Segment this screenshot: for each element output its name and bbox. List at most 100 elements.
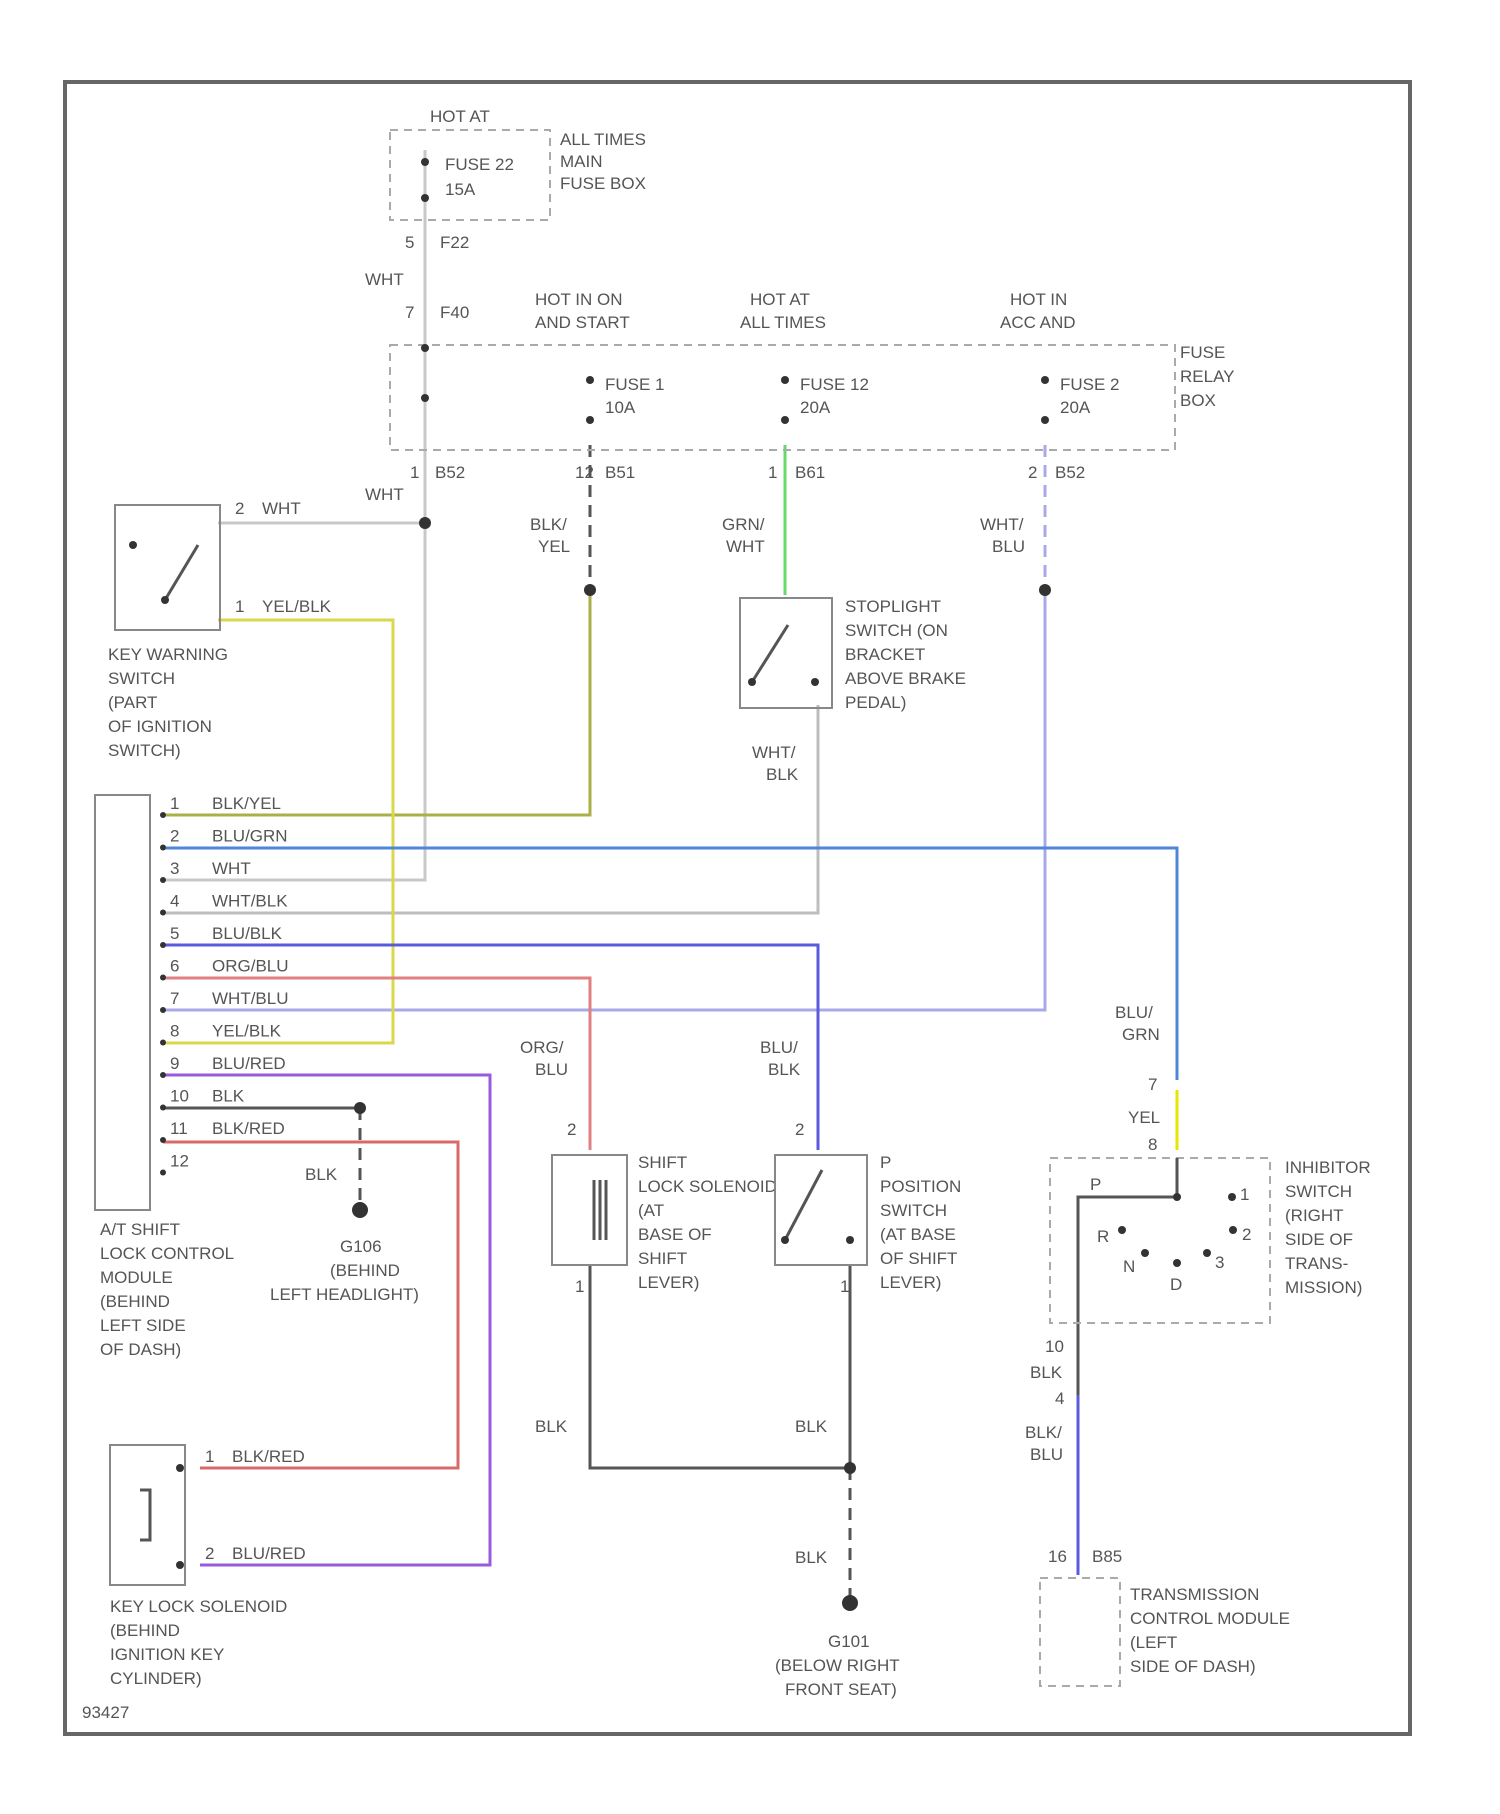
fuse-12-name: FUSE 12 bbox=[800, 375, 869, 394]
tcm-label-1: TRANSMISSION bbox=[1130, 1585, 1259, 1604]
key-switch-label-2: SWITCH bbox=[108, 669, 175, 688]
wire-blu-red bbox=[163, 1075, 490, 1565]
key-lock-label-2: (BEHIND bbox=[110, 1621, 180, 1640]
g106-wire-label: BLK bbox=[305, 1165, 338, 1184]
p-switch-label-4: (AT BASE bbox=[880, 1225, 956, 1244]
switch-terminal bbox=[748, 678, 756, 686]
module-label-5: LEFT SIDE bbox=[100, 1316, 186, 1335]
fuse-1-terminal bbox=[586, 416, 594, 424]
fuse-22-name: FUSE 22 bbox=[445, 155, 514, 174]
g101-label-3: FRONT SEAT) bbox=[785, 1680, 897, 1699]
inhibitor-pos-r: R bbox=[1097, 1227, 1109, 1246]
conn-b52b-pin: 2 bbox=[1028, 463, 1037, 482]
module-label-3: MODULE bbox=[100, 1268, 173, 1287]
conn-b52-pin: 1 bbox=[410, 463, 419, 482]
key-lock-pin-2: 2 bbox=[205, 1544, 214, 1563]
contact-dot bbox=[1203, 1249, 1211, 1257]
shift-lock-in-wire-2: BLU bbox=[535, 1060, 568, 1079]
inhibitor-label-3: (RIGHT bbox=[1285, 1206, 1344, 1225]
module-pin-terminal bbox=[160, 1137, 166, 1143]
tcm-label-3: (LEFT bbox=[1130, 1633, 1177, 1652]
inhibitor-pin-7: 7 bbox=[1148, 1075, 1157, 1094]
p-switch-in-pin: 2 bbox=[795, 1120, 804, 1139]
shift-lock-label-2: LOCK SOLENOID bbox=[638, 1177, 777, 1196]
inhibitor-out-wire-2b: BLU bbox=[1030, 1445, 1063, 1464]
stoplight-label-5: PEDAL) bbox=[845, 693, 906, 712]
contact-dot bbox=[1173, 1259, 1181, 1267]
inhibitor-pos-d: D bbox=[1170, 1275, 1182, 1294]
module-pin-number: 11 bbox=[170, 1119, 188, 1138]
module-pin-list: 1BLK/YEL2BLU/GRN3WHT4WHT/BLK5BLU/BLK6ORG… bbox=[160, 794, 289, 1176]
module-pin-terminal bbox=[160, 1072, 166, 1078]
inhibitor-in-wire-2: GRN bbox=[1122, 1025, 1160, 1044]
conn-f40-name: F40 bbox=[440, 303, 469, 322]
contact-dot bbox=[1118, 1226, 1126, 1234]
stoplight-out-wire-1: WHT/ bbox=[752, 743, 796, 762]
fuse-22-amps: 15A bbox=[445, 180, 476, 199]
module-pin-terminal bbox=[160, 1007, 166, 1013]
shift-lock-label-4: BASE OF bbox=[638, 1225, 712, 1244]
inhibitor-switch-outline bbox=[1050, 1158, 1270, 1323]
module-pin-number: 3 bbox=[170, 859, 179, 878]
module-outline bbox=[95, 795, 150, 1210]
module-pin-wire: ORG/BLU bbox=[212, 957, 289, 976]
fuse-22-hot-label: HOT AT bbox=[430, 107, 490, 126]
main-fuse-box-desc-2: MAIN bbox=[560, 152, 603, 171]
key-warning-switch: 2 WHT 1 YEL/BLK KEY WARNING SWITCH (PART… bbox=[108, 499, 332, 760]
key-switch-pin-2: 2 bbox=[235, 499, 244, 518]
wire-label-grn-wht-1: GRN/ bbox=[722, 515, 765, 534]
p-switch-out-pin: 1 bbox=[840, 1277, 849, 1296]
shift-lock-label-3: (AT bbox=[638, 1201, 664, 1220]
module-label-6: OF DASH) bbox=[100, 1340, 181, 1359]
fuse-1-amps: 10A bbox=[605, 398, 636, 417]
fuse-12-terminal bbox=[781, 416, 789, 424]
g101-label-1: G101 bbox=[828, 1632, 870, 1651]
inhibitor-pin-8: 8 bbox=[1148, 1135, 1157, 1154]
fuse-1-name: FUSE 1 bbox=[605, 375, 665, 394]
module-pin-wire: BLU/GRN bbox=[212, 827, 288, 846]
inhibitor-label-4: SIDE OF bbox=[1285, 1230, 1353, 1249]
ground-icon bbox=[842, 1595, 858, 1611]
splice-wht bbox=[419, 517, 431, 529]
g106-label-1: G106 bbox=[340, 1237, 382, 1256]
stoplight-switch: STOPLIGHT SWITCH (ON BRACKET ABOVE BRAKE… bbox=[740, 597, 966, 784]
module-pin-wire: WHT/BLU bbox=[212, 989, 289, 1008]
fuse-12-hot-line-2: ALL TIMES bbox=[740, 313, 826, 332]
shift-lock-in-wire-1: ORG/ bbox=[520, 1038, 564, 1057]
switch-terminal bbox=[811, 678, 819, 686]
fuse-2-hot-line-2: ACC AND bbox=[1000, 313, 1076, 332]
relay-box-desc-1: FUSE bbox=[1180, 343, 1225, 362]
fuse-1-hot-line-1: HOT IN ON bbox=[535, 290, 623, 309]
wire-blu-grn bbox=[163, 848, 1177, 1080]
shift-lock-solenoid: ORG/ BLU 2 1 SHIFT LOCK SOLENOID (AT BAS… bbox=[520, 1038, 777, 1296]
fuse-2-amps: 20A bbox=[1060, 398, 1091, 417]
p-position-switch: BLU/ BLK 2 1 P POSITION SWITCH (AT BASE … bbox=[760, 1038, 961, 1296]
wire-label-wht: WHT bbox=[365, 485, 404, 504]
shift-lock-in-pin: 2 bbox=[567, 1120, 576, 1139]
shift-lock-solenoid-outline bbox=[552, 1155, 627, 1265]
module-pin-wire: BLK/RED bbox=[212, 1119, 285, 1138]
stoplight-out-wire-2: BLK bbox=[766, 765, 799, 784]
key-warning-switch-outline bbox=[115, 505, 220, 630]
contact-dot bbox=[1228, 1193, 1236, 1201]
g106-label-3: LEFT HEADLIGHT) bbox=[270, 1285, 419, 1304]
main-fuse-box-desc-3: FUSE BOX bbox=[560, 174, 646, 193]
module-pin-number: 5 bbox=[170, 924, 179, 943]
stoplight-label-1: STOPLIGHT bbox=[845, 597, 941, 616]
conn-b52-name: B52 bbox=[435, 463, 465, 482]
tcm-pin: 16 bbox=[1048, 1547, 1067, 1566]
key-lock-pin-1: 1 bbox=[205, 1447, 214, 1466]
fuse-2-terminal bbox=[1041, 416, 1049, 424]
key-switch-label-1: KEY WARNING bbox=[108, 645, 228, 664]
conn-b51-pin: 12 bbox=[575, 463, 594, 482]
p-switch-label-1: P bbox=[880, 1153, 891, 1172]
module-pin-terminal bbox=[160, 1105, 166, 1111]
stoplight-label-2: SWITCH (ON bbox=[845, 621, 948, 640]
p-switch-label-6: LEVER) bbox=[880, 1273, 941, 1292]
conn-b51-name: B51 bbox=[605, 463, 635, 482]
ground-g101: BLK G101 (BELOW RIGHT FRONT SEAT) bbox=[775, 1462, 900, 1699]
solenoid-terminal bbox=[176, 1464, 184, 1472]
g101-label-2: (BELOW RIGHT bbox=[775, 1656, 900, 1675]
module-pin-number: 12 bbox=[170, 1152, 189, 1171]
fuse-2-name: FUSE 2 bbox=[1060, 375, 1120, 394]
